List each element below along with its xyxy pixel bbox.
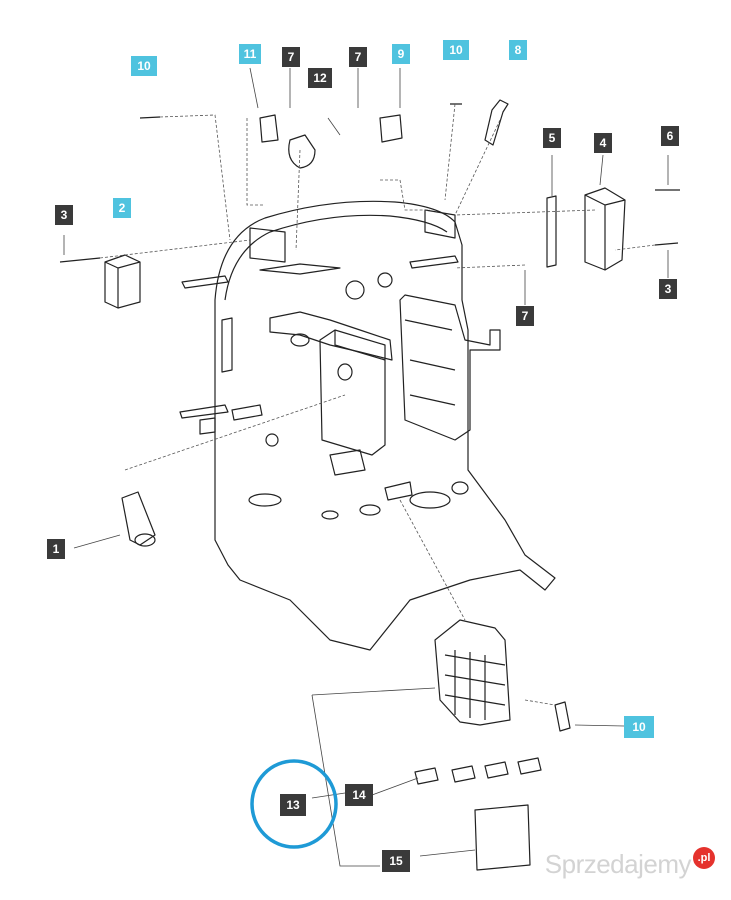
highlight-ring [250,759,338,849]
callout-3: 3 [659,279,677,299]
part-1-switch [121,491,156,546]
watermark: Sprzedajemy .pl [544,846,715,880]
callout-10: 10 [624,716,654,738]
callout-15: 15 [382,850,410,872]
callout-2: 2 [113,198,131,218]
frame-panel [214,200,556,651]
callout-10: 10 [443,40,469,60]
callout-7: 7 [516,306,534,326]
callout-1: 1 [47,539,65,559]
callout-14: 14 [345,784,373,806]
fuse-box [434,619,511,726]
part-4-module [584,187,626,271]
callout-12: 12 [308,68,332,88]
callout-7: 7 [282,47,300,67]
callout-5: 5 [543,128,561,148]
right-bracket [399,294,501,441]
callout-3: 3 [55,205,73,225]
callout-7: 7 [349,47,367,67]
watermark-badge: .pl [693,846,715,869]
callout-6: 6 [661,126,679,146]
callout-8: 8 [509,40,527,60]
callout-11: 11 [239,44,261,64]
callout-13: 13 [280,794,306,816]
label-sticker [474,804,531,871]
callout-10: 10 [131,56,157,76]
callout-4: 4 [594,133,612,153]
watermark-text: Sprzedajemy [544,849,692,879]
center-column [319,329,386,456]
callout-9: 9 [392,44,410,64]
